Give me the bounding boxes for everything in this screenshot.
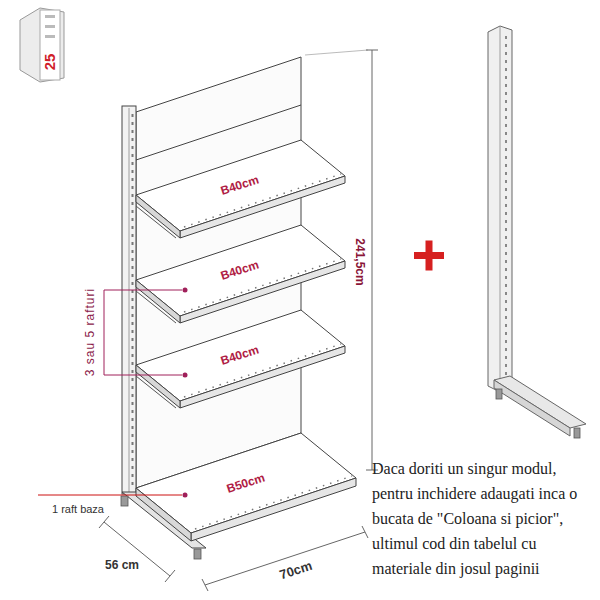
dimension-label: 70cm bbox=[278, 559, 314, 583]
leader-dot bbox=[183, 373, 188, 378]
dimension-tick bbox=[362, 526, 368, 538]
column-holes bbox=[505, 36, 507, 380]
icon-slot bbox=[45, 15, 55, 18]
shelf-side bbox=[136, 365, 180, 408]
note-text: Daca doriti un singur modul, pentru inch… bbox=[372, 456, 596, 581]
shelf-lip bbox=[180, 261, 345, 323]
dimension-label: 56 cm bbox=[105, 559, 139, 573]
shelf-perforation bbox=[184, 344, 341, 397]
dimension-line bbox=[205, 532, 365, 585]
shelf-side bbox=[136, 280, 180, 323]
dimension-tick bbox=[202, 579, 208, 591]
shelf-lip bbox=[180, 176, 345, 238]
icon-bracket bbox=[20, 8, 64, 82]
leveling-foot bbox=[121, 496, 128, 506]
shelf-label: B50cm bbox=[225, 471, 267, 496]
icon-number: 25 bbox=[41, 54, 58, 71]
dimension-label: 241,5cm bbox=[352, 236, 366, 287]
leveling-foot bbox=[496, 389, 502, 399]
extension-line bbox=[305, 50, 368, 55]
shelf-label: B40cm bbox=[219, 173, 261, 198]
shelf-side bbox=[136, 195, 180, 238]
shelf-label: B40cm bbox=[219, 258, 261, 283]
plus-sign bbox=[426, 241, 433, 271]
callout-bracket bbox=[104, 290, 105, 375]
leader-line bbox=[38, 495, 182, 496]
column bbox=[122, 106, 136, 494]
shelf-lip bbox=[191, 478, 356, 541]
leveling-foot bbox=[194, 549, 201, 559]
icon-slot bbox=[45, 25, 55, 28]
dimension-line bbox=[372, 50, 373, 470]
column-holes bbox=[132, 114, 134, 486]
column-edge bbox=[500, 27, 501, 391]
icon-strip bbox=[40, 10, 60, 80]
callout-label: 3 sau 5 rafturi bbox=[84, 288, 98, 376]
shelf-lip bbox=[180, 346, 345, 408]
shelf-label: B40cm bbox=[219, 343, 261, 368]
extra-foot-side bbox=[494, 380, 570, 436]
leader-dot bbox=[183, 288, 188, 293]
dimension-tick bbox=[99, 516, 109, 528]
shelf-perforation bbox=[184, 174, 341, 227]
leveling-foot bbox=[574, 428, 580, 438]
leader-line bbox=[104, 290, 182, 291]
shelf-perforation bbox=[184, 259, 341, 312]
shelf-side bbox=[136, 488, 191, 541]
icon-slot bbox=[45, 35, 55, 38]
shelf-perforation bbox=[195, 476, 352, 529]
extra-column bbox=[488, 26, 512, 392]
column-edge bbox=[129, 108, 130, 492]
dimension-line bbox=[104, 522, 170, 576]
callout-label: 1 raft baza bbox=[52, 503, 104, 516]
extra-foot bbox=[494, 376, 586, 428]
dimension-tick bbox=[366, 50, 378, 51]
leader-line bbox=[104, 375, 182, 376]
dimension-tick bbox=[165, 570, 175, 582]
leader-dot bbox=[183, 493, 188, 498]
